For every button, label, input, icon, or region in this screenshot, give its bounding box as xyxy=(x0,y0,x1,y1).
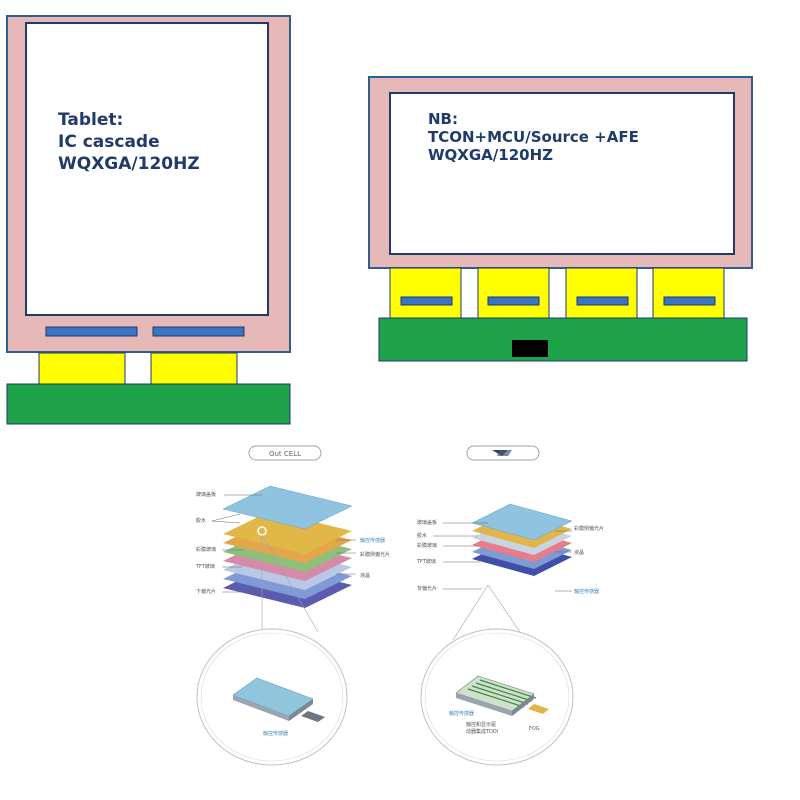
incell-right-label-1: 彩膜侧偏光片 xyxy=(574,525,604,532)
incell-layer-label-3: 彩膜玻璃 xyxy=(417,542,437,549)
incell-inset-label-line2: 动器集成TDDI xyxy=(466,728,498,735)
notebook-connector-2 xyxy=(487,296,540,306)
incell-pill-logo xyxy=(492,450,512,456)
incell-layer-label-5: 背偏光片 xyxy=(417,585,437,592)
notebook-label-line1: NB: xyxy=(428,110,458,128)
incell-inset: 触控传感器 触控和显示驱 动器集成TDDI FOG xyxy=(420,628,574,766)
incell-inset-label-line1: 触控和显示驱 xyxy=(466,721,496,728)
tablet-connector-right xyxy=(152,326,245,337)
incell-inset-grid xyxy=(467,679,537,708)
incell-leader-lines xyxy=(433,522,572,592)
incell-inset-left-label: 触控传感器 xyxy=(449,710,474,717)
tablet-label-line2: IC cascade xyxy=(58,132,160,152)
notebook-connector-3 xyxy=(576,296,629,306)
incell-layer-top xyxy=(471,503,573,541)
incell-layer-label-4: TFT玻璃 xyxy=(416,558,436,565)
notebook-connector-1 xyxy=(400,296,453,306)
incell-illustration: 玻璃盖板 胶水 彩膜玻璃 TFT玻璃 背偏光片 彩膜侧偏光片 液晶 触控传感器 xyxy=(416,445,604,766)
notebook-pcb xyxy=(378,317,748,362)
outcell-right-label-3: 液晶 xyxy=(360,572,370,579)
notebook-assembly: NB: TCON+MCU/Source +AFE WQXGA/120HZ xyxy=(368,76,753,362)
tablet-screen xyxy=(25,22,269,316)
outcell-layer-label-5: TFT玻璃 xyxy=(195,563,215,570)
incell-right-label-2: 液晶 xyxy=(574,549,584,556)
notebook-screen xyxy=(389,92,735,255)
notebook-ic xyxy=(512,340,548,357)
incell-layer-label-1: 玻璃盖板 xyxy=(417,519,437,526)
outcell-layer-1a xyxy=(223,511,352,554)
tablet-label-line3: WQXGA/120HZ xyxy=(58,154,200,174)
notebook-connector-4 xyxy=(663,296,716,306)
outcell-inset-label: 触控传感器 xyxy=(263,730,288,737)
notebook-label-line2: TCON+MCU/Source +AFE xyxy=(428,128,639,146)
incell-inset-fog xyxy=(528,704,549,714)
outcell-layer-top xyxy=(222,485,353,530)
notebook-chip-1 xyxy=(389,267,462,320)
outcell-illustration: Out CELL 玻璃盖板 胶水 彩膜玻璃 TFT玻璃 下偏光片 xyxy=(195,445,390,766)
incell-inset-fog-label: FOG xyxy=(529,726,540,732)
outcell-layer-label-6: 下偏光片 xyxy=(196,588,216,595)
tablet-pcb xyxy=(6,383,291,425)
notebook-chip-2 xyxy=(477,267,550,320)
tablet-label-line1: Tablet: xyxy=(58,110,123,130)
incell-right-label-3: 触控传感器 xyxy=(574,588,599,595)
notebook-chip-4 xyxy=(652,267,725,320)
notebook-label-line3: WQXGA/120HZ xyxy=(428,146,553,164)
outcell-pill xyxy=(248,445,322,461)
outcell-layer-label-1: 玻璃盖板 xyxy=(196,491,216,498)
tablet-chip-left xyxy=(38,352,126,386)
outcell-pill-label: Out CELL xyxy=(269,450,301,458)
tablet-chip-right xyxy=(150,352,238,386)
incell-layer-stack xyxy=(471,503,573,576)
outcell-layer-label-2: 胶水 xyxy=(196,517,206,524)
notebook-chip-3 xyxy=(565,267,638,320)
outcell-right-label-1: 触控传感器 xyxy=(360,537,385,544)
outcell-right-label-2: 彩膜侧偏光片 xyxy=(360,551,390,558)
tablet-assembly: Tablet: IC cascade WQXGA/120HZ xyxy=(6,15,291,425)
incell-callout-dot xyxy=(483,576,493,586)
outcell-layer-label-4: 彩膜玻璃 xyxy=(196,546,216,553)
outcell-inset: 触控传感器 xyxy=(196,628,348,766)
tablet-connector-left xyxy=(45,326,138,337)
incell-layer-label-2: 胶水 xyxy=(417,532,427,539)
outcell-layer-stack xyxy=(222,485,353,608)
